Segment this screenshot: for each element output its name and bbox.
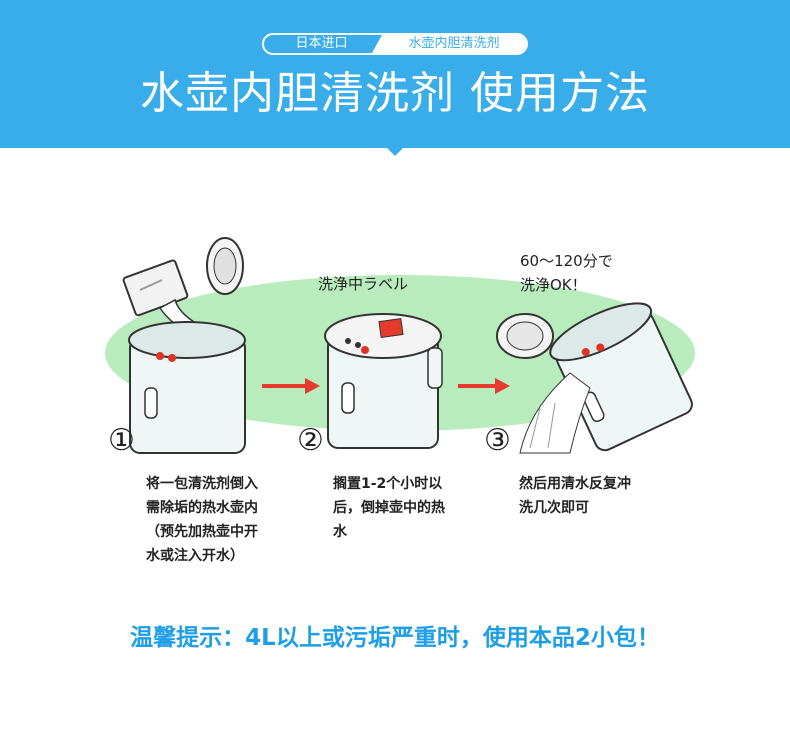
step-2-line-2: 后，倒掉壶中的热 [333, 500, 445, 516]
tag-product: 水壶内胆清洗剂 [372, 35, 526, 53]
warm-tip: 温馨提示：4L以上或污垢严重时，使用本品2小包！ [130, 625, 660, 651]
step-3-number: ③ [484, 423, 511, 458]
pot-1-illustration [122, 237, 246, 454]
step-1-number: ① [108, 423, 135, 458]
step-1-text: 将一包清洗剂倒入 需除垢的热水壶内 （预先加热壶中开 水或注入开水） [146, 472, 258, 568]
page-title: 水壶内胆清洗剂 使用方法 [140, 68, 650, 119]
ok-label: 洗浄OK！ [520, 276, 587, 294]
step-3-line-1: 然后用清水反复冲 [519, 476, 631, 492]
tag-origin: 日本进口 [295, 36, 348, 51]
step-1-line-2: 需除垢的热水壶内 [146, 500, 258, 516]
header-banner: 日本进口 水壶内胆清洗剂 水壶内胆清洗剂 使用方法 [0, 0, 790, 148]
pot-3-illustration [496, 302, 693, 454]
tag-pill: 日本进口 水壶内胆清洗剂 [262, 33, 528, 55]
sticker-label: 洗浄中ラベル [318, 275, 409, 293]
step-1-line-3: （预先加热壶中开 [146, 524, 258, 540]
step-2-text: 搁置1-2个小时以 后，倒掉壶中的热 水 [333, 472, 445, 544]
arrow-2 [458, 378, 510, 394]
step-2-line-3: 水 [333, 524, 347, 540]
step-2-number: ② [297, 423, 324, 458]
step-2-line-1: 搁置1-2个小时以 [333, 476, 443, 492]
header-notch [387, 148, 403, 156]
step-1-line-4: 水或注入开水） [146, 548, 244, 564]
step-1-line-1: 将一包清洗剂倒入 [146, 476, 258, 492]
time-label: 60～120分で [520, 252, 613, 270]
usage-illustration [105, 237, 695, 454]
pot-2-illustration [324, 313, 443, 449]
step-3-text: 然后用清水反复冲 洗几次即可 [519, 472, 631, 520]
arrow-1 [262, 378, 320, 394]
step-3-line-2: 洗几次即可 [519, 500, 589, 516]
